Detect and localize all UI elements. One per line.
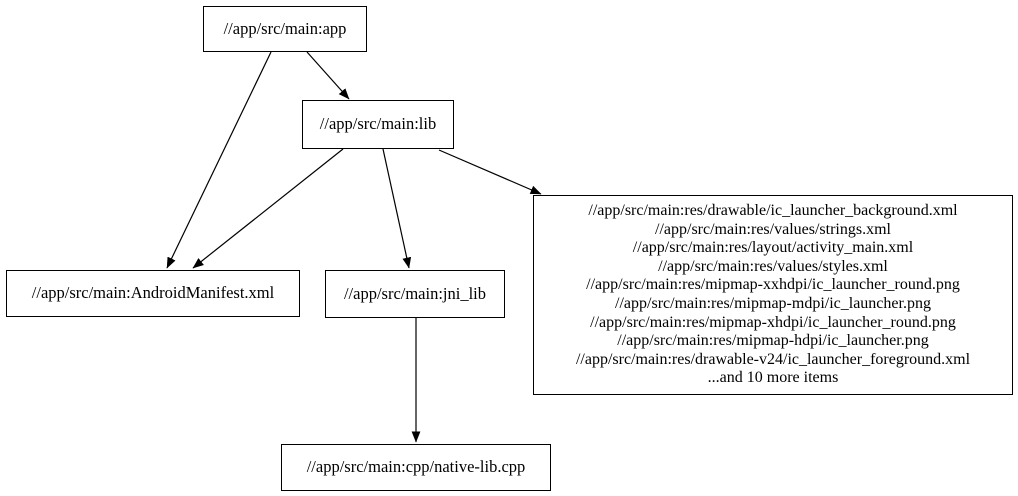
- node-native-lib-cpp: //app/src/main:cpp/native-lib.cpp: [281, 444, 551, 491]
- node-app: //app/src/main:app: [203, 6, 367, 52]
- node-android-manifest: //app/src/main:AndroidManifest.xml: [6, 270, 300, 317]
- edge-lib-to-res-group: [438, 149, 542, 195]
- node-res-group: //app/src/main:res/drawable/ic_launcher_…: [533, 195, 1013, 395]
- node-app-label: //app/src/main:app: [223, 18, 347, 38]
- edge-lib-to-jni-lib: [382, 148, 412, 269]
- res-group-line: //app/src/main:res/mipmap-mdpi/ic_launch…: [615, 295, 931, 312]
- res-group-line: //app/src/main:res/drawable-v24/ic_launc…: [575, 350, 971, 368]
- node-jni-lib: //app/src/main:jni_lib: [325, 270, 505, 318]
- res-group-line: //app/src/main:res/drawable/ic_launcher_…: [588, 202, 958, 220]
- res-group-line: //app/src/main:res/mipmap-hdpi/ic_launch…: [617, 332, 929, 350]
- node-native-lib-cpp-label: //app/src/main:cpp/native-lib.cpp: [306, 457, 526, 477]
- res-group-line: //app/src/main:res/values/styles.xml: [658, 257, 888, 275]
- edge-app-to-manifest: [166, 51, 272, 269]
- res-group-line: //app/src/main:res/mipmap-xhdpi/ic_launc…: [590, 313, 956, 331]
- node-android-manifest-label: //app/src/main:AndroidManifest.xml: [31, 283, 275, 303]
- res-group-line: //app/src/main:res/values/strings.xml: [655, 220, 891, 238]
- node-lib: //app/src/main:lib: [302, 100, 454, 149]
- node-jni-lib-label: //app/src/main:jni_lib: [343, 283, 487, 303]
- res-group-more-items: ...and 10 more items: [707, 369, 839, 387]
- edge-app-to-lib: [306, 51, 350, 100]
- node-lib-label: //app/src/main:lib: [319, 114, 437, 134]
- edge-lib-to-manifest: [192, 148, 344, 269]
- res-group-line: //app/src/main:res/mipmap-xxhdpi/ic_laun…: [586, 276, 960, 294]
- res-group-line: //app/src/main:res/layout/activity_main.…: [632, 239, 914, 257]
